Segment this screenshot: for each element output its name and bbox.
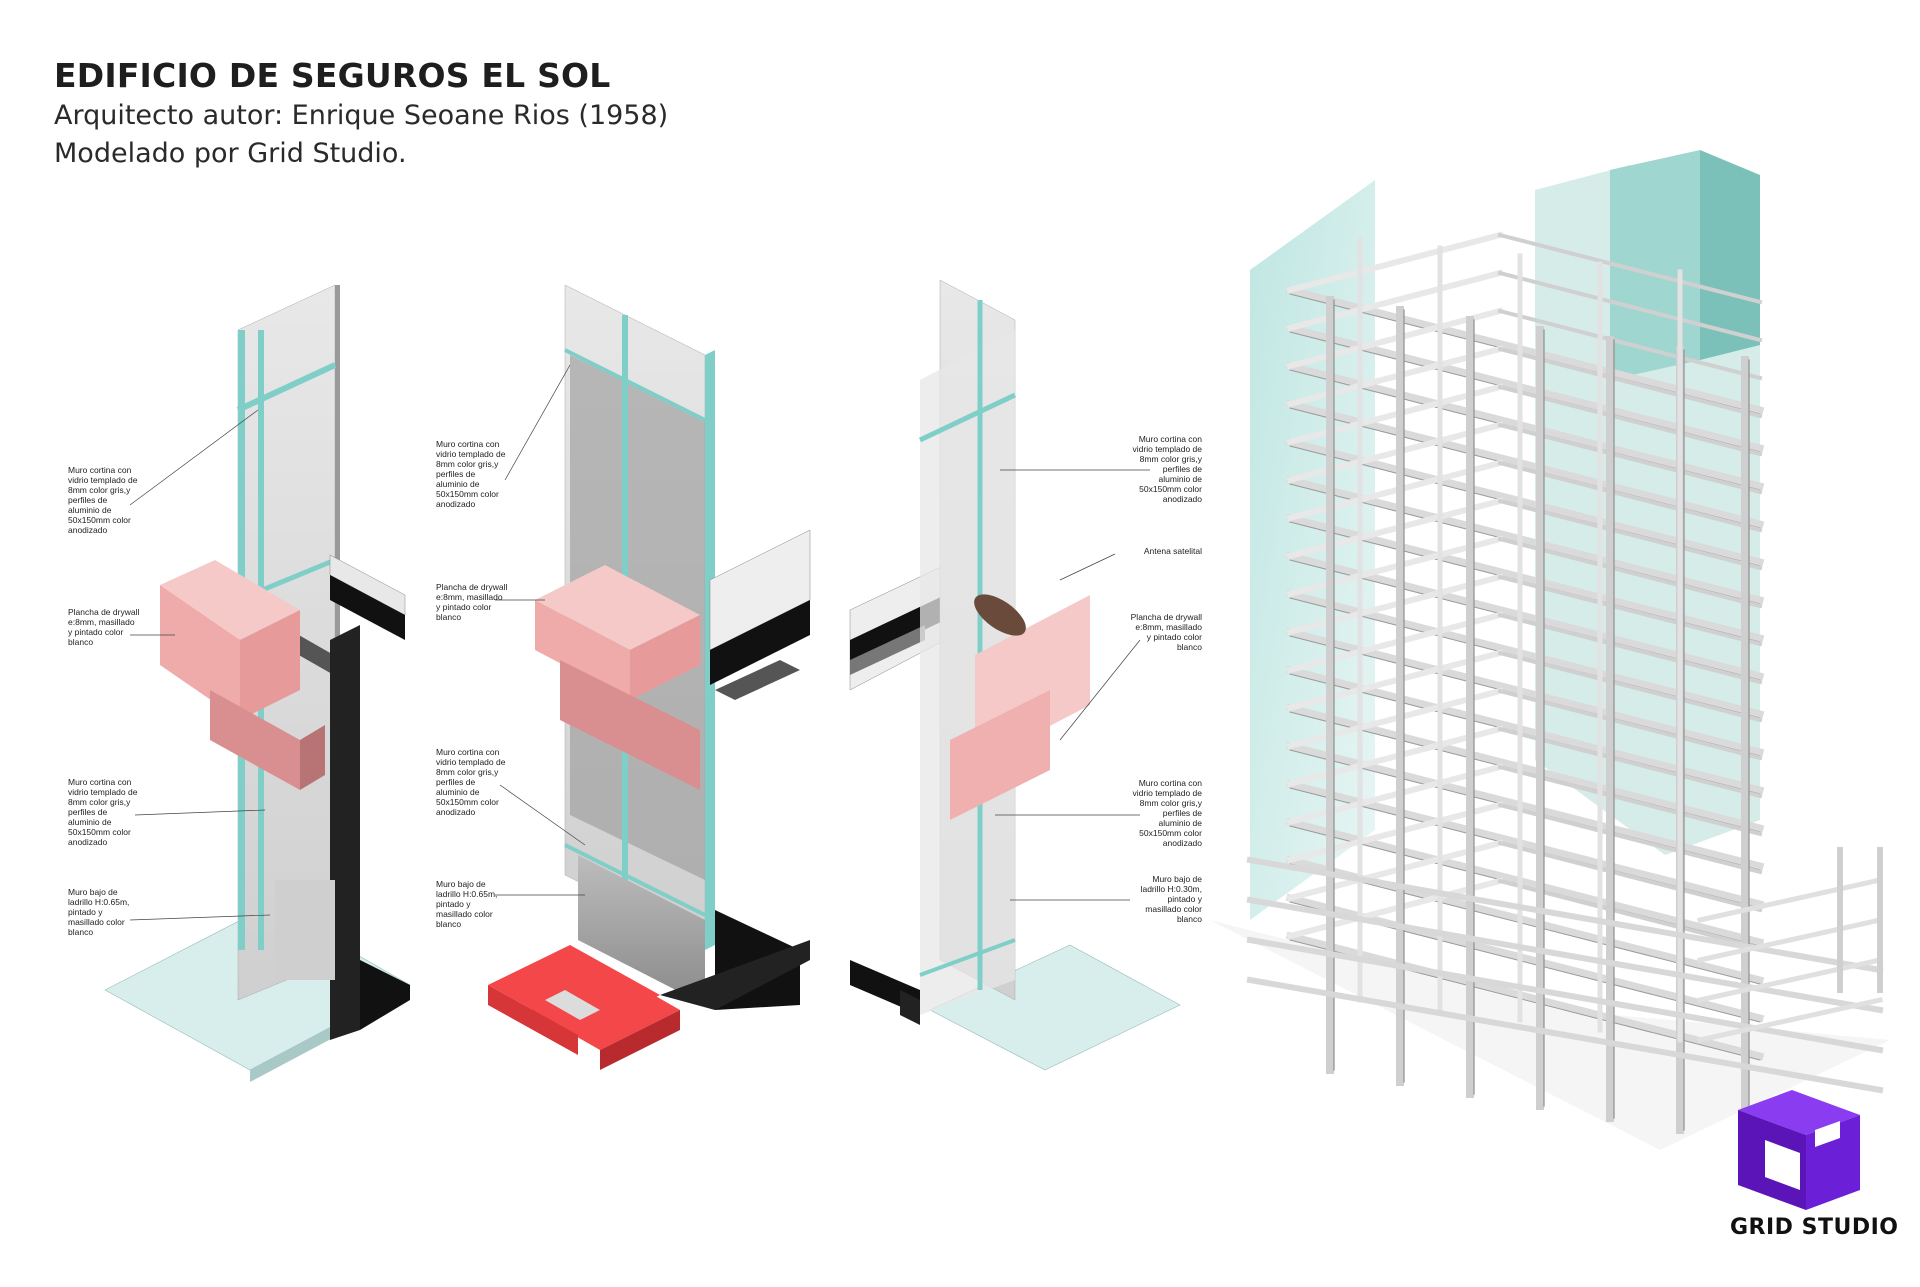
structural-beam [1697,917,1883,963]
structural-beam [1286,497,1504,560]
structural-beam [1497,270,1763,343]
structural-beam [1286,269,1504,332]
structural-beam [1697,957,1883,1003]
structural-beam [1497,232,1763,305]
structural-beam [1286,345,1504,408]
structural-beam [1286,573,1504,636]
tower-structure [1210,150,1890,1150]
structural-beam [1286,687,1504,750]
structural-beam [1286,307,1504,370]
leader-line [1059,639,1141,741]
structural-beam [1697,997,1883,1043]
structural-beam [1286,725,1504,788]
author-credit: Arquitecto autor: Enrique Seoane Rios (1… [54,100,669,131]
structural-beam [1286,763,1504,826]
model-credit: Modelado por Grid Studio. [54,138,407,169]
structural-beam [1246,896,1884,1014]
structural-beam [1697,877,1883,923]
leader-line [1059,553,1116,581]
structural-beam [1286,877,1504,940]
leader-line [129,409,259,506]
structural-beam [1286,421,1504,484]
structural-beam [1286,611,1504,674]
facade-section-b [488,284,811,1070]
brand-name: GRID STUDIO [1730,1215,1899,1240]
structural-beam [1286,801,1504,864]
structural-beam [1286,649,1504,712]
structural-beam [1286,383,1504,446]
structural-beam [1246,976,1884,1094]
structural-beam [1286,535,1504,598]
facade-section-c [849,279,1181,1071]
structural-beam [1286,231,1504,294]
leader-line [499,784,586,846]
grid-studio-cube-icon [1738,1090,1860,1210]
leader-line [504,364,571,481]
annotation-label: Antena satelital [1144,546,1202,556]
leader-line [134,809,266,816]
page-title: EDIFICIO DE SEGUROS EL SOL [54,56,611,95]
leader-line [129,914,271,921]
structural-beam [1286,839,1504,902]
structural-beam [1246,936,1884,1054]
structural-beam [1286,459,1504,522]
structural-beam [1246,856,1884,974]
structural-beam [1497,308,1763,381]
facade-section-a [104,284,411,1082]
